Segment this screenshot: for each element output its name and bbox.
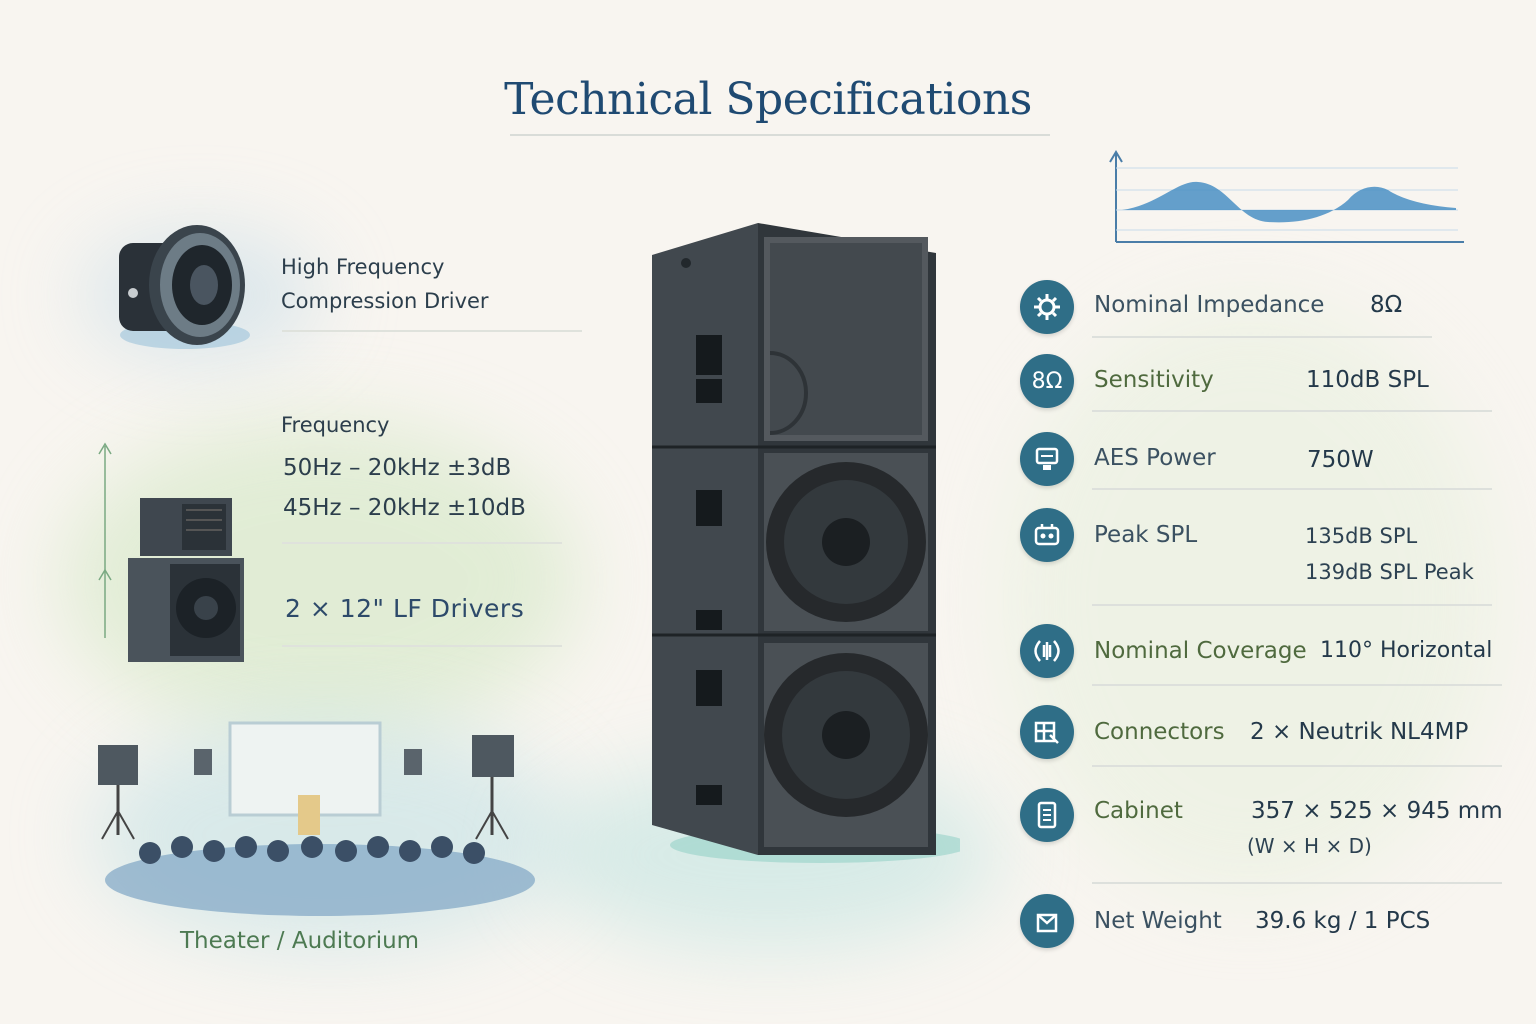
spec-label: Connectors bbox=[1094, 719, 1225, 745]
spec-label: Peak SPL bbox=[1094, 522, 1198, 548]
stacked-speaker-image bbox=[128, 498, 244, 662]
frequency-response-graph bbox=[1109, 150, 1464, 243]
spec-value: 750W bbox=[1307, 447, 1374, 473]
theater-scene-image bbox=[98, 721, 535, 916]
spec-label: AES Power bbox=[1094, 445, 1216, 471]
spec-label: Nominal Coverage bbox=[1094, 638, 1307, 664]
frequency-range-2: 45Hz – 20kHz ±10dB bbox=[283, 495, 526, 521]
power-meter-icon bbox=[1020, 432, 1074, 486]
spec-value: 357 × 525 × 945 mm bbox=[1251, 798, 1503, 824]
spec-value: 110° Horizontal bbox=[1320, 638, 1493, 663]
spec-value: 2 × Neutrik NL4MP bbox=[1250, 719, 1469, 745]
divider bbox=[1092, 604, 1492, 606]
spec-value-secondary: (W × H × D) bbox=[1247, 834, 1372, 858]
divider bbox=[1092, 336, 1432, 338]
driver-label-line2: Compression Driver bbox=[281, 289, 489, 313]
frequency-range-1: 50Hz – 20kHz ±3dB bbox=[283, 455, 512, 481]
lf-drivers-label: 2 × 12" LF Drivers bbox=[285, 594, 525, 623]
divider bbox=[282, 542, 562, 544]
divider bbox=[1092, 410, 1492, 412]
compression-driver-image bbox=[119, 225, 250, 349]
divider bbox=[1092, 765, 1502, 767]
amplifier-icon bbox=[1020, 508, 1074, 562]
divider bbox=[1092, 882, 1502, 884]
spec-label: Net Weight bbox=[1094, 908, 1222, 934]
cabinet-icon bbox=[1020, 788, 1074, 842]
height-arrow-icon bbox=[98, 442, 112, 638]
divider bbox=[1092, 488, 1492, 490]
background-wash bbox=[1000, 300, 1500, 900]
divider bbox=[1092, 684, 1502, 686]
ohm-icon: 8Ω bbox=[1020, 354, 1074, 408]
page-title: Technical Specifications bbox=[504, 74, 1032, 125]
spec-value-secondary: 139dB SPL Peak bbox=[1305, 560, 1474, 584]
driver-label-line1: High Frequency bbox=[281, 255, 445, 279]
spec-value: 39.6 kg / 1 PCS bbox=[1255, 908, 1431, 934]
venue-caption: Theater / Auditorium bbox=[180, 928, 420, 954]
frequency-heading: Frequency bbox=[281, 413, 390, 437]
spec-label: Nominal Impedance bbox=[1094, 292, 1325, 318]
spec-label: Cabinet bbox=[1094, 798, 1183, 824]
title-divider bbox=[510, 134, 1050, 136]
spec-value: 135dB SPL bbox=[1305, 524, 1418, 548]
coverage-icon bbox=[1020, 624, 1074, 678]
weight-icon bbox=[1020, 894, 1074, 948]
connector-icon bbox=[1020, 705, 1074, 759]
speaker-stack-image bbox=[652, 223, 960, 863]
spec-label: Sensitivity bbox=[1094, 367, 1214, 393]
gear-icon bbox=[1020, 280, 1074, 334]
divider bbox=[282, 645, 562, 647]
divider bbox=[282, 330, 582, 332]
spec-value: 8Ω bbox=[1370, 292, 1403, 318]
spec-value: 110dB SPL bbox=[1306, 367, 1429, 393]
